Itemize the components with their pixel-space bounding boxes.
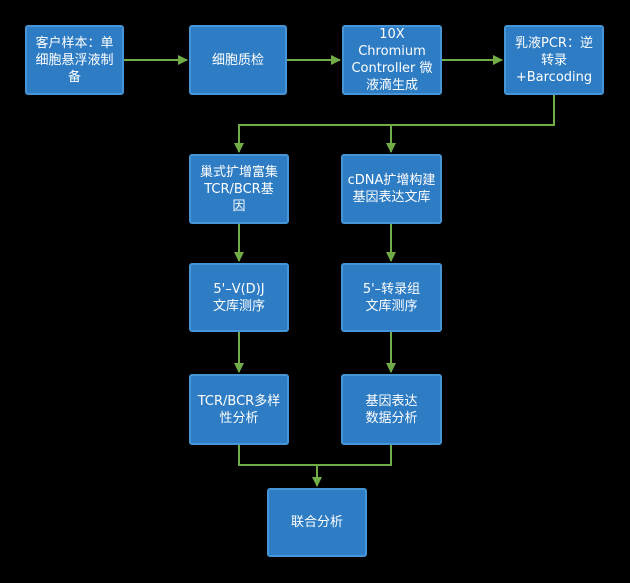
node-label-line: 文库测序 (212, 298, 265, 314)
node-label-line: 基因表达文库 (352, 190, 431, 205)
node-label-line: 细胞悬浮液制 (35, 52, 114, 68)
node-label-line: 备 (67, 69, 81, 85)
node-label-line: 10X (379, 27, 405, 42)
flow-node-cdna-library: cDNA扩增构建基因表达文库 (341, 154, 442, 224)
flow-node-emulsion-pcr: 乳液PCR：逆转录+Barcoding (504, 25, 604, 95)
connector-expression-to-merge (317, 445, 392, 466)
node-label-line: 文库测序 (365, 298, 418, 314)
node-label-line: TCR/BCR多样 (197, 393, 281, 409)
node-label-line: Controller 微 (351, 61, 433, 76)
node-label-line: Chromium (358, 44, 426, 59)
node-label-line: 细胞质检 (211, 52, 264, 68)
node-label-line: 数据分析 (365, 410, 418, 426)
flow-node-transcriptome-sequencing: 5'–转录组文库测序 (341, 263, 442, 332)
node-label-line: 客户样本：单 (35, 35, 114, 51)
node-label-line: 性分析 (219, 410, 259, 426)
flow-node-cell-qc: 细胞质检 (189, 25, 287, 95)
node-label-line: 联合分析 (290, 515, 343, 530)
node-label-line: TCR/BCR基 (204, 181, 274, 197)
node-label-line: 乳液PCR：逆 (515, 35, 593, 51)
connector-group (124, 55, 555, 487)
node-label-line: 5'–V(D)J (213, 281, 265, 297)
node-label-line: 巢式扩增富集 (199, 164, 278, 180)
flow-node-tcr-bcr-diversity-analysis: TCR/BCR多样性分析 (189, 374, 289, 445)
node-label-line: 因 (232, 198, 246, 214)
connector-diversity-to-merge (238, 445, 317, 466)
node-label-line: 5'–转录组 (362, 281, 421, 297)
node-label-line: 基因表达 (365, 393, 418, 409)
flow-node-joint-analysis: 联合分析 (267, 488, 367, 557)
flow-node-sample-prep: 客户样本：单细胞悬浮液制备 (25, 25, 124, 95)
connector-pcr-branch-to-nested (234, 95, 555, 153)
flow-node-gene-expression-analysis: 基因表达数据分析 (341, 374, 442, 445)
node-label-line: +Barcoding (515, 69, 593, 85)
node-label-line: cDNA扩增构建 (347, 173, 436, 188)
node-label-line: 液滴生成 (365, 78, 418, 93)
node-label-line: 转录 (540, 52, 567, 68)
